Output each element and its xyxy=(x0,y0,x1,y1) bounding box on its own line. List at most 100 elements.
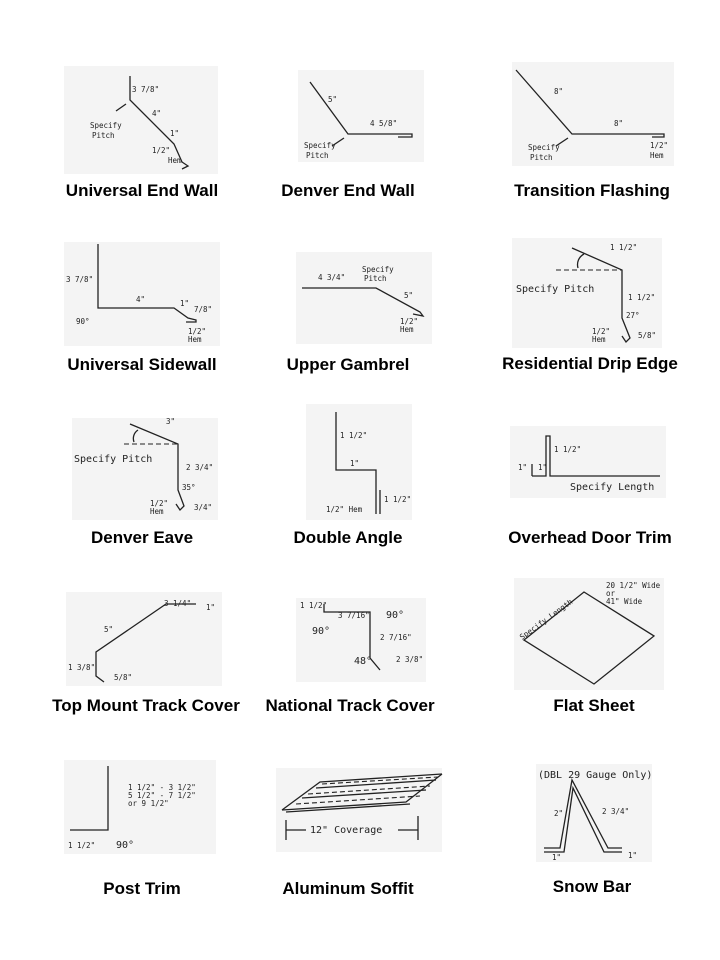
figure-national-track-cover: 1 1/2" 3 7/16" 90° 90° 2 7/16" 48° 2 3/8… xyxy=(296,598,426,682)
profile-line xyxy=(95,603,196,683)
profile-line xyxy=(302,287,425,317)
figure-universal-end-wall: 3 7/8" 4" Specify Pitch 1" 1/2" Hem xyxy=(64,66,218,174)
diagram-national-track-cover: 1 1/2" 3 7/16" 90° 90° 2 7/16" 48° 2 3/8… xyxy=(300,601,423,671)
diagram-overhead-door-trim: 1 1/2" 1" 1" Specify Length xyxy=(518,435,660,493)
figure-upper-gambrel: 4 3/4" Specify Pitch 5" 1/2" Hem xyxy=(296,252,432,344)
caption: Residential Drip Edge xyxy=(502,354,678,373)
figure-universal-sidewall: 3 7/8" 4" 1" 7/8" 90° 1/2" Hem xyxy=(64,242,220,346)
dim-label: 1 1/2" xyxy=(300,601,327,610)
dim-label: 2 3/4" xyxy=(602,807,629,816)
sheet-outline xyxy=(522,591,656,685)
dim-label: 5 1/2" - 7 1/2" xyxy=(128,791,196,800)
figure-overhead-door-trim: 1 1/2" 1" 1" Specify Length xyxy=(510,426,666,498)
profile-line xyxy=(309,81,413,138)
dim-label: 1" xyxy=(518,463,527,472)
figure-denver-end-wall: 5" 4 5/8" Specify Pitch xyxy=(298,70,424,162)
diagram-top-mount-track-cover: 3 1/4" 1" 5" 1 3/8" 5/8" xyxy=(68,599,215,683)
dim-label: Specify Pitch xyxy=(74,454,152,465)
dim-label: 12" Coverage xyxy=(310,825,382,836)
dim-label: 1/2" xyxy=(150,499,168,508)
dim-label: 1/2" xyxy=(592,327,610,336)
leader-line xyxy=(115,103,127,112)
profile-line xyxy=(97,244,197,323)
profile-line xyxy=(571,247,631,344)
dim-label: Specify Length xyxy=(518,597,574,641)
soffit-edge xyxy=(285,803,411,813)
dim-label: 2 3/8" xyxy=(396,655,423,664)
diagram-upper-gambrel: 4 3/4" Specify Pitch 5" 1/2" Hem xyxy=(302,265,425,334)
leader-line xyxy=(555,137,569,147)
dim-label: Specify Pitch xyxy=(516,284,594,295)
figure-post-trim: 1 1/2" - 3 1/2" 5 1/2" - 7 1/2" or 9 1/2… xyxy=(64,760,216,854)
caption: Aluminum Soffit xyxy=(282,879,414,898)
figure-snow-bar: (DBL 29 Gauge Only) 2" 2 3/4" 1" 1" xyxy=(536,764,652,862)
dim-label: 1" xyxy=(350,459,359,468)
dim-label: 5" xyxy=(328,95,337,104)
dim-label: Pitch xyxy=(92,131,115,140)
dim-label: 1/2" xyxy=(650,141,668,150)
dim-label: Specify xyxy=(304,141,336,150)
figure-denver-eave: 3" Specify Pitch 2 3/4" 35° 1/2" Hem 3/4… xyxy=(72,417,218,520)
dim-label: Hem xyxy=(400,325,414,334)
dim-label: 1" xyxy=(170,129,179,138)
pitch-arc xyxy=(576,253,585,269)
dim-label: 1 1/2" xyxy=(384,495,411,504)
diagram-double-angle: 1 1/2" 1" 1/2" Hem 1 1/2" xyxy=(326,412,411,514)
dim-label: Specify xyxy=(362,265,394,274)
dim-label: Specify xyxy=(90,121,122,130)
dim-label: 4" xyxy=(136,295,145,304)
dim-label: 2 3/4" xyxy=(186,463,213,472)
profile-line xyxy=(544,785,622,853)
figure-residential-drip-edge: 1 1/2" Specify Pitch 1 1/2" 27° 1/2" Hem… xyxy=(512,238,662,348)
figure-double-angle: 1 1/2" 1" 1/2" Hem 1 1/2" xyxy=(306,404,412,520)
caption: Transition Flashing xyxy=(514,181,670,200)
profile-line xyxy=(70,766,109,831)
dim-label: 7/8" xyxy=(194,305,212,314)
dim-label: 3/4" xyxy=(194,503,212,512)
profile-line xyxy=(129,423,185,512)
dim-label: Hem xyxy=(188,335,202,344)
dim-label: 5/8" xyxy=(114,673,132,682)
figure-top-mount-track-cover: 3 1/4" 1" 5" 1 3/8" 5/8" xyxy=(66,592,222,686)
leader-line xyxy=(331,137,345,147)
dim-label: Pitch xyxy=(364,274,387,283)
profile-line xyxy=(323,604,381,671)
figure-flat-sheet: 20 1/2" Wide or 41" Wide Specify Length xyxy=(514,578,664,690)
dim-label: 5/8" xyxy=(638,331,656,340)
diagram-aluminum-soffit: 12" Coverage xyxy=(281,773,443,840)
dim-label: 3" xyxy=(166,417,175,426)
soffit-edge xyxy=(281,773,443,811)
caption: Overhead Door Trim xyxy=(508,528,672,547)
profile-line xyxy=(532,435,660,477)
dim-label: Hem xyxy=(650,151,664,160)
caption: Upper Gambrel xyxy=(286,355,410,374)
dim-label: 90° xyxy=(312,626,330,637)
dim-label: (DBL 29 Gauge Only) xyxy=(538,770,652,781)
dim-label: 1 3/8" xyxy=(68,663,95,672)
caption: Snow Bar xyxy=(552,877,632,896)
diagram-denver-eave: 3" Specify Pitch 2 3/4" 35° 1/2" Hem 3/4… xyxy=(74,417,213,516)
dim-label: 41" Wide xyxy=(606,597,643,606)
diagram-transition-flashing: 8" 8" Specify Pitch 1/2" Hem xyxy=(515,69,668,162)
dim-label: 1/2" xyxy=(188,327,206,336)
diagram-residential-drip-edge: 1 1/2" Specify Pitch 1 1/2" 27° 1/2" Hem… xyxy=(516,243,656,344)
figure-aluminum-soffit: 12" Coverage xyxy=(276,768,443,852)
caption: Universal End Wall xyxy=(65,181,219,200)
dim-label: 8" xyxy=(554,87,563,96)
diagram-denver-end-wall: 5" 4 5/8" Specify Pitch xyxy=(304,81,413,160)
dim-label: 1/2" Hem xyxy=(326,505,363,514)
dim-label: 1 1/2" xyxy=(68,841,95,850)
dim-label: 2 7/16" xyxy=(380,633,412,642)
dim-label: 3 7/8" xyxy=(132,85,159,94)
dim-label: 1 1/2" xyxy=(628,293,655,302)
caption: Double Angle xyxy=(293,528,403,547)
pitch-arc xyxy=(132,429,139,443)
dim-label: 8" xyxy=(614,119,623,128)
dim-label: 48° xyxy=(354,656,372,667)
dim-label: 3 7/16" xyxy=(338,611,370,620)
dim-label: 3 1/4" xyxy=(164,599,191,608)
diagram-flat-sheet: 20 1/2" Wide or 41" Wide Specify Length xyxy=(518,581,661,685)
dim-label: or 9 1/2" xyxy=(128,799,169,808)
dim-label: 27° xyxy=(626,311,640,320)
caption: National Track Cover xyxy=(265,696,435,715)
